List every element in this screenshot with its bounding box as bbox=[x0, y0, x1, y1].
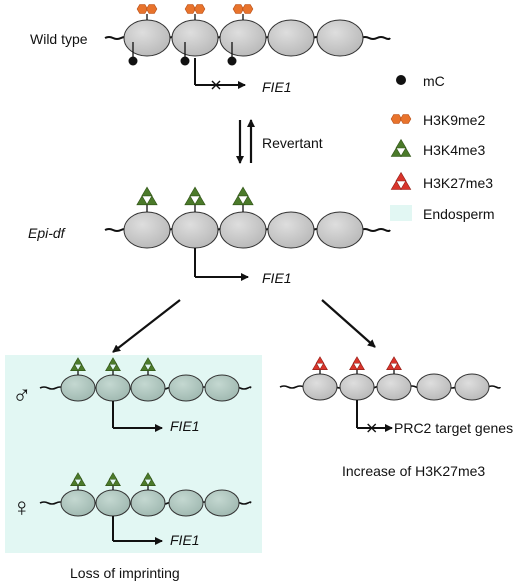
epi-df-label: Epi-df bbox=[28, 225, 65, 241]
wild-type-nucleosome bbox=[267, 19, 315, 57]
prc2-nucleosome bbox=[339, 373, 375, 401]
h3k9me2-mark bbox=[184, 4, 206, 14]
arrow-to-endosperm bbox=[112, 299, 181, 353]
female-fie1-tss bbox=[112, 516, 163, 545]
female-h3k4me3-mark bbox=[70, 472, 86, 487]
epi-df-nucleosome bbox=[171, 211, 219, 249]
h3k27me3-mark bbox=[312, 356, 328, 371]
legend-mc-marker bbox=[396, 75, 406, 85]
wild-type-nucleosome bbox=[123, 19, 171, 57]
h3k4me3-mark bbox=[232, 186, 254, 206]
male-nucleosome bbox=[130, 374, 166, 402]
prc2-nucleosome bbox=[302, 373, 338, 401]
wild-type-gene-label: FIE1 bbox=[262, 79, 292, 95]
male-gene-label: FIE1 bbox=[170, 418, 200, 434]
epi-df-gene-label: FIE1 bbox=[262, 270, 292, 286]
prc2-target-tss-blocked bbox=[356, 400, 393, 433]
male-fie1-tss bbox=[112, 401, 163, 432]
wild-type-label: Wild type bbox=[30, 31, 88, 47]
male-h3k4me3-mark bbox=[140, 357, 156, 372]
wild-type-nucleosome bbox=[171, 19, 219, 57]
male-h3k4me3-mark bbox=[70, 357, 86, 372]
legend-label-h3k9me2: H3K9me2 bbox=[423, 112, 486, 128]
h3k9me2-mark bbox=[232, 4, 254, 14]
h3k27me3-mark bbox=[349, 356, 365, 371]
male-nucleosome bbox=[95, 374, 131, 402]
epi-df-nucleosome bbox=[123, 211, 171, 249]
mc-mark bbox=[128, 56, 138, 66]
female-nucleosome bbox=[95, 489, 131, 517]
male-symbol: ♂ bbox=[12, 380, 32, 410]
mc-mark bbox=[227, 56, 237, 66]
wild-type-fie1-tss-blocked bbox=[194, 58, 246, 90]
loss-of-imprinting-caption: Loss of imprinting bbox=[70, 565, 180, 581]
male-nucleosome bbox=[204, 374, 240, 402]
female-nucleosome bbox=[168, 489, 204, 517]
legend-h3k9me2-marker bbox=[390, 114, 412, 124]
female-symbol: ♀ bbox=[12, 492, 32, 522]
h3k9me2-mark bbox=[136, 4, 158, 14]
legend-label-h3k4me3: H3K4me3 bbox=[423, 142, 486, 158]
epi-df-nucleosome bbox=[316, 211, 364, 249]
prc2-nucleosome bbox=[416, 373, 452, 401]
prc2-nucleosome bbox=[454, 373, 490, 401]
female-h3k4me3-mark bbox=[105, 472, 121, 487]
epi-df-fie1-tss bbox=[194, 248, 249, 281]
h3k4me3-mark bbox=[184, 186, 206, 206]
male-nucleosome bbox=[168, 374, 204, 402]
epi-df-nucleosome bbox=[267, 211, 315, 249]
female-nucleosome bbox=[60, 489, 96, 517]
legend-endosperm-marker bbox=[390, 205, 412, 221]
wild-type-nucleosome bbox=[316, 19, 364, 57]
legend-label-h3k27me3: H3K27me3 bbox=[423, 175, 494, 191]
male-nucleosome bbox=[60, 374, 96, 402]
mc-mark bbox=[180, 56, 190, 66]
h3k27me3-increase-caption: Increase of H3K27me3 bbox=[342, 463, 486, 479]
legend-label-mc: mC bbox=[423, 73, 445, 89]
male-h3k4me3-mark bbox=[105, 357, 121, 372]
legend-h3k4me3-marker bbox=[390, 138, 412, 157]
prc2-target-label: PRC2 target genes bbox=[394, 420, 514, 436]
h3k4me3-mark bbox=[136, 186, 158, 206]
female-h3k4me3-mark bbox=[140, 472, 156, 487]
h3k27me3-mark bbox=[386, 356, 402, 371]
epi-df-nucleosome bbox=[219, 211, 267, 249]
wild-type-nucleosome bbox=[219, 19, 267, 57]
female-gene-label: FIE1 bbox=[170, 532, 200, 548]
arrow-to-prc2 bbox=[321, 299, 376, 348]
female-nucleosome bbox=[204, 489, 240, 517]
legend-label-endosperm: Endosperm bbox=[423, 206, 495, 222]
legend-h3k27me3-marker bbox=[390, 171, 412, 190]
female-nucleosome bbox=[130, 489, 166, 517]
prc2-nucleosome bbox=[376, 373, 412, 401]
revertant-label: Revertant bbox=[262, 135, 323, 151]
